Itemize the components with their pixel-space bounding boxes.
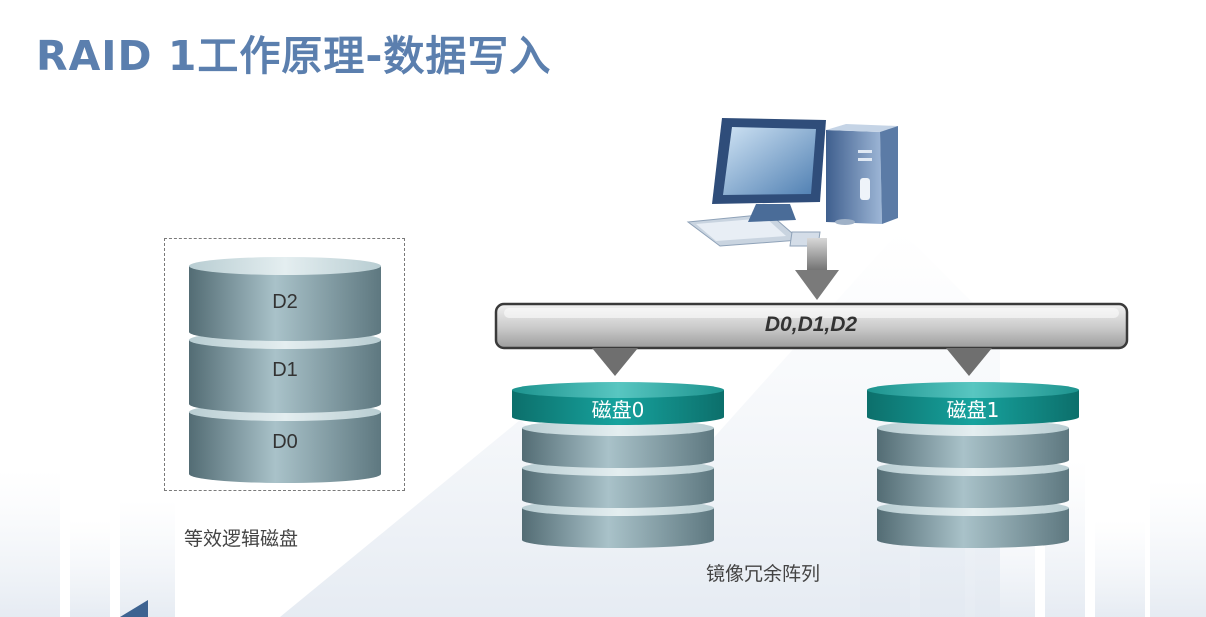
page-title: RAID 1工作原理-数据写入 [36,32,552,80]
logical-label-d1: D1 [272,359,298,381]
logical-label-d0: D0 [272,431,298,453]
bus-label: D0,D1,D2 [764,313,858,336]
logical-disk-stack [189,257,381,483]
down-arrow-icon [795,238,839,300]
mirror-disk-1 [867,382,1079,548]
logical-disk-caption: 等效逻辑磁盘 [184,528,299,550]
mirror-disk-0 [512,382,724,548]
mirror-array-caption: 镜像冗余阵列 [706,563,821,585]
down-arrow-icon [592,348,638,376]
mirror-disk-1-label: 磁盘1 [946,398,1000,422]
down-arrow-icon [946,348,992,376]
logical-segment-d2 [189,257,381,341]
computer-icon [686,118,898,247]
logical-disk-frame [164,238,405,491]
write-bus [494,302,1129,350]
logical-label-d2: D2 [272,291,298,313]
mirror-disk-0-label: 磁盘0 [591,398,645,422]
